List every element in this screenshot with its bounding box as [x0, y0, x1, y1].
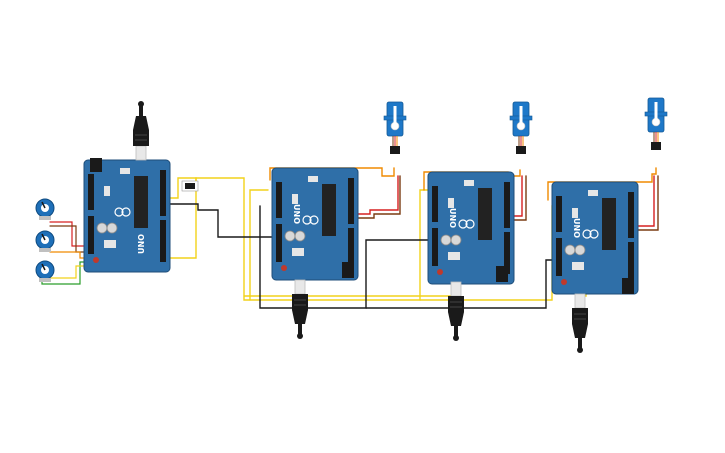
wire-brown-1[interactable]: [355, 175, 401, 219]
arduino-uno-node-3[interactable]: UNO: [551, 181, 639, 295]
potentiometer-icon[interactable]: [35, 198, 55, 221]
micro-servo-icon[interactable]: [644, 97, 668, 151]
usb-plug-icon[interactable]: [447, 281, 465, 342]
power-jack: [90, 158, 102, 172]
micro-servo-icon[interactable]: [383, 101, 407, 155]
wire-black-1[interactable]: [167, 203, 279, 238]
power-jack: [622, 278, 634, 294]
potentiometer-icon[interactable]: [35, 230, 55, 253]
small-module[interactable]: [181, 180, 199, 192]
arduino-uno-node-2[interactable]: UNO: [427, 171, 515, 285]
potentiometer-icon[interactable]: [35, 260, 55, 283]
wire-brown-3[interactable]: [635, 175, 659, 231]
wire-yellow-1[interactable]: [167, 177, 433, 301]
board-label: UNO: [137, 234, 146, 254]
arduino-uno-node-1[interactable]: UNO: [271, 167, 359, 281]
usb-plug-icon[interactable]: [291, 279, 309, 340]
wire-pot-red[interactable]: [49, 221, 87, 247]
wire-orange-1[interactable]: [269, 167, 395, 181]
power-jack: [342, 262, 354, 278]
wire-red-1[interactable]: [355, 175, 399, 215]
wire-pot-green[interactable]: [41, 261, 87, 285]
micro-servo-icon[interactable]: [509, 101, 533, 155]
arduino-uno-controller[interactable]: UNO: [83, 159, 171, 273]
power-jack: [496, 266, 508, 282]
board-label: UNO: [572, 218, 581, 238]
board-label: UNO: [448, 208, 457, 228]
usb-plug-icon[interactable]: [132, 100, 150, 161]
wire-yellow-3[interactable]: [249, 189, 269, 301]
wire-pot-orange[interactable]: [49, 251, 87, 259]
board-label: UNO: [292, 204, 301, 224]
wire-orange-3[interactable]: [547, 167, 657, 201]
wire-yellow-6[interactable]: [243, 295, 451, 303]
wire-red-3[interactable]: [635, 175, 655, 227]
wire-pot-brown[interactable]: [49, 225, 87, 253]
wire-brown-2[interactable]: [509, 175, 527, 221]
wire-pot-yellow[interactable]: [49, 265, 87, 279]
usb-plug-icon[interactable]: [571, 293, 589, 354]
